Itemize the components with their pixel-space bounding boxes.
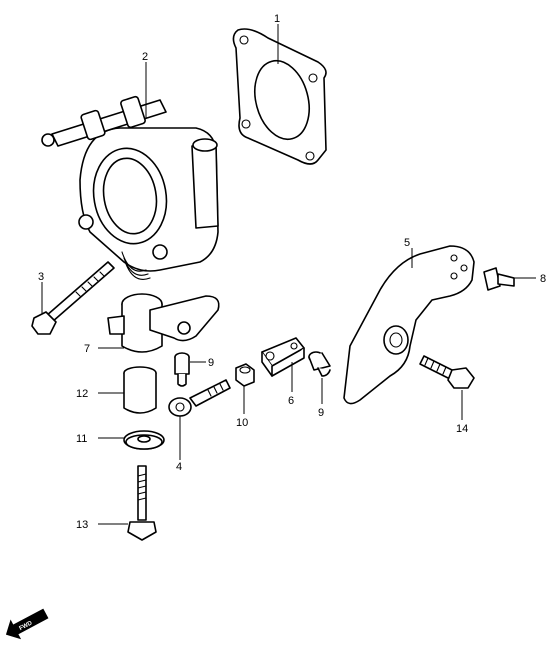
screw-part-9-upper: [174, 352, 190, 387]
washer-part-11: [123, 430, 165, 450]
callout-3: 3: [38, 271, 44, 283]
callout-10: 10: [236, 417, 248, 429]
callout-8: 8: [540, 273, 546, 285]
callouts: 1 2 3 4 5 6 7 8 9 9 10 11 12 13 14: [38, 13, 546, 531]
bolt-part-3: [31, 261, 115, 335]
callout-1: 1: [274, 13, 280, 25]
callout-4: 4: [176, 461, 182, 473]
fwd-arrow-badge: FWD: [5, 608, 49, 640]
bolt-part-13: [127, 465, 157, 541]
callout-6: 6: [288, 395, 294, 407]
callout-14: 14: [456, 423, 468, 435]
callout-9-lower: 9: [318, 407, 324, 419]
callout-9-upper: 9: [208, 357, 214, 369]
clamp-part-6: [261, 337, 305, 377]
leader-lines: [41, 24, 536, 525]
callout-5: 5: [404, 237, 410, 249]
gasket-part-1: [232, 28, 327, 165]
bolt-part-8: [483, 267, 515, 291]
callout-13: 13: [76, 519, 88, 531]
throttle-body-part-2: [41, 95, 219, 280]
fwd-arrow-icon: [5, 608, 49, 640]
callout-2: 2: [142, 51, 148, 63]
bolt-part-14: [419, 355, 475, 389]
callout-7: 7: [84, 343, 90, 355]
screw-part-9-lower: [308, 351, 331, 377]
rod-end-part-4: [168, 379, 231, 417]
callout-11: 11: [76, 433, 87, 445]
lever-part-7: [107, 293, 220, 353]
callout-12: 12: [76, 388, 88, 400]
collar-part-12: [123, 366, 157, 414]
nut-part-10: [235, 363, 255, 387]
